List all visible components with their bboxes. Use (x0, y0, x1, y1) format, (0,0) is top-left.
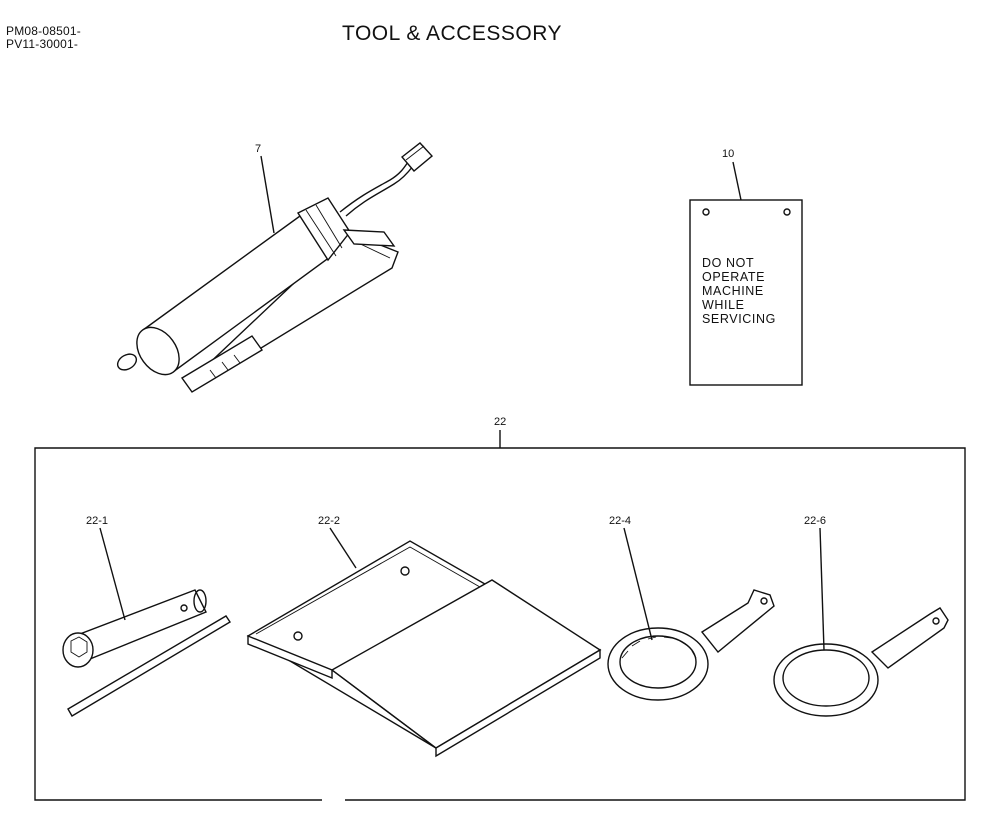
callout-leader-10 (732, 161, 742, 201)
ring-spanner-large-ring (773, 643, 879, 717)
grease-nozzle (400, 142, 434, 172)
gun-barrel-end (136, 326, 180, 376)
bag-grommet-right (400, 566, 410, 576)
tag-hole-right (783, 208, 791, 216)
callout-22-2: 22-2 (318, 515, 340, 527)
gun-grip (180, 335, 264, 393)
warning-tag-card (689, 199, 803, 386)
callout-10: 10 (722, 148, 734, 160)
callout-leader-22-1 (99, 527, 126, 621)
box-wrench-illustration (62, 527, 231, 717)
warning-text-line-2: OPERATE (702, 270, 765, 284)
callout-7: 7 (255, 143, 261, 155)
callout-leader-22-6 (819, 527, 825, 651)
callout-leader-22-2 (329, 527, 357, 569)
ring-spanner-small-handle (700, 589, 775, 653)
callout-leader-7 (260, 155, 275, 234)
callout-leader-22-4 (623, 527, 653, 641)
serial-range-2: PV11-30001- (6, 37, 79, 51)
callout-22-1: 22-1 (86, 515, 108, 527)
callout-22-4: 22-4 (609, 515, 631, 527)
tommy-bar (67, 615, 231, 717)
grease-hose (339, 161, 409, 213)
serial-range-1: PM08-08501- (6, 24, 81, 38)
ring-spanner-large-illustration (773, 527, 949, 717)
ring-spanner-small-illustration (607, 527, 775, 701)
gun-hanging-ring (116, 353, 138, 371)
grease-gun-illustration (116, 142, 434, 393)
warning-tag-illustration (689, 161, 803, 386)
ring-spanner-large-handle (870, 607, 949, 669)
tag-hole-left (702, 208, 710, 216)
warning-text-line-1: DO NOT (702, 256, 754, 270)
page-title: TOOL & ACCESSORY (342, 22, 563, 45)
gun-linkage (342, 229, 396, 247)
warning-text-line-4: WHILE (702, 298, 745, 312)
bag-grommet-left (293, 631, 303, 641)
tool-kit-frame (34, 430, 966, 801)
box-wrench-socket (62, 632, 94, 668)
tool-bag-illustration (246, 527, 602, 758)
warning-text-line-3: MACHINE (702, 284, 764, 298)
callout-22: 22 (494, 416, 506, 428)
callout-22-6: 22-6 (804, 515, 826, 527)
warning-text-line-5: SERVICING (702, 312, 776, 326)
ring-spanner-small-ring (607, 627, 709, 701)
